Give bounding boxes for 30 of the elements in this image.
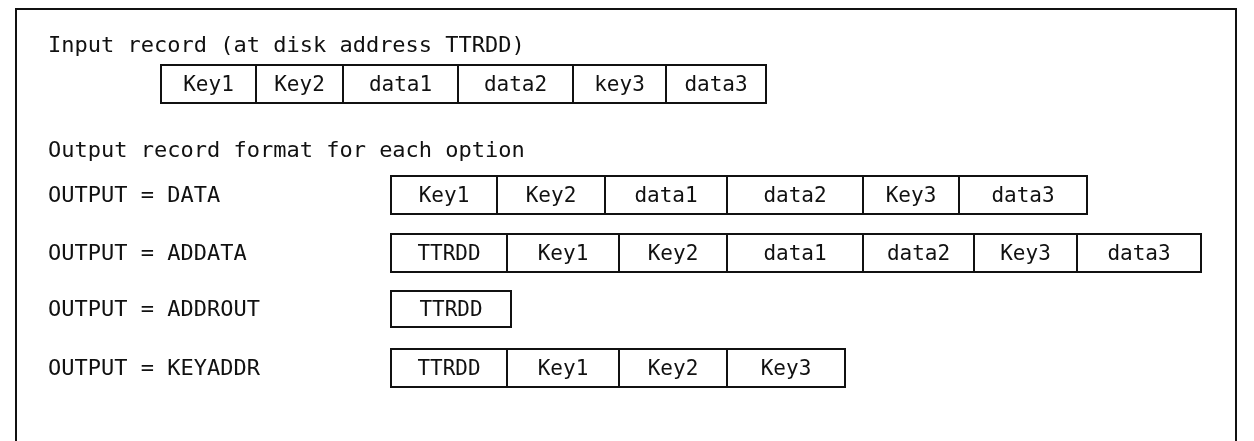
field-cell: Key2: [618, 233, 728, 273]
option-label: OUTPUT = ADDATA: [48, 240, 247, 266]
field-cell: data1: [726, 233, 864, 273]
field-cell: Key3: [973, 233, 1078, 273]
field-cell: TTRDD: [390, 233, 508, 273]
heading-text: Output record format for each option: [48, 137, 525, 163]
heading-text: Input record (at disk address TTRDD): [48, 32, 525, 58]
field-cell: data3: [958, 175, 1088, 215]
option-label: OUTPUT = DATA: [48, 182, 221, 208]
field-cell: key3: [572, 64, 667, 104]
field-cell: data3: [665, 64, 767, 104]
field-cell: Key1: [506, 348, 620, 388]
field-cell: TTRDD: [390, 348, 508, 388]
field-cell: data1: [342, 64, 459, 104]
option-label: OUTPUT = ADDROUT: [48, 296, 260, 322]
field-cell: Key1: [506, 233, 620, 273]
field-cell: Key3: [862, 175, 960, 215]
field-cell: Key1: [160, 64, 257, 104]
field-cell: data2: [726, 175, 864, 215]
field-cell: TTRDD: [390, 290, 512, 328]
field-cell: data3: [1076, 233, 1202, 273]
field-cell: Key2: [496, 175, 606, 215]
field-cell: Key2: [618, 348, 728, 388]
field-cell: data2: [457, 64, 574, 104]
option-label: OUTPUT = KEYADDR: [48, 355, 260, 381]
field-cell: Key2: [255, 64, 344, 104]
field-cell: data1: [604, 175, 728, 215]
field-cell: data2: [862, 233, 975, 273]
field-cell: Key1: [390, 175, 498, 215]
field-cell: Key3: [726, 348, 846, 388]
